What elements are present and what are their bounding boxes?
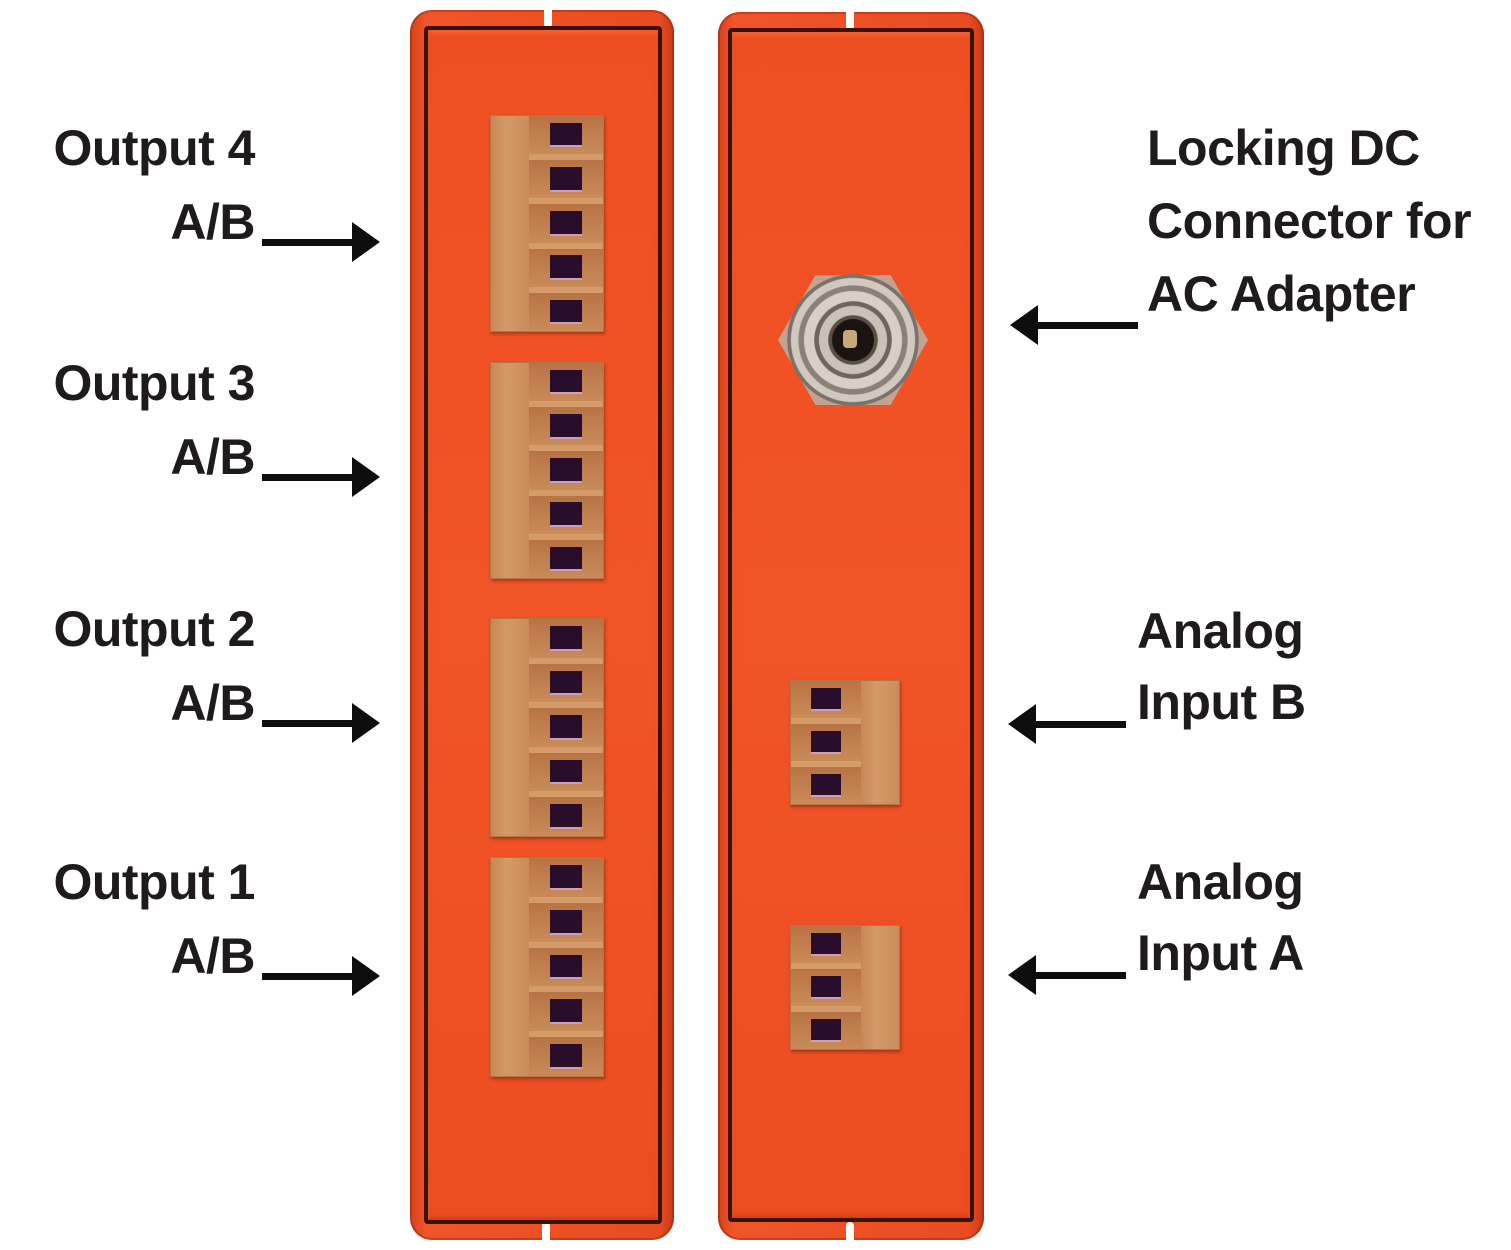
- top-notch: [544, 10, 552, 28]
- terminal-block-body: [491, 858, 529, 1076]
- terminal-slot: [791, 724, 861, 767]
- terminal-slot: [791, 681, 861, 724]
- output-4-label: Output 4: [53, 120, 255, 176]
- output-2-label: Output 2: [53, 601, 255, 657]
- output-2-terminal-block[interactable]: [490, 618, 604, 837]
- analog-input-a-label-line1: Analog: [1137, 854, 1304, 910]
- arrow-right-icon: [262, 956, 380, 996]
- terminal-slot: [529, 292, 603, 332]
- terminal-slot: [791, 926, 861, 969]
- output-2-ab-label: A/B: [170, 675, 255, 731]
- output-1-terminal-block[interactable]: [490, 857, 604, 1077]
- top-notch: [846, 12, 854, 30]
- terminal-slot: [791, 969, 861, 1012]
- terminal-slot: [529, 619, 603, 664]
- terminal-slots: [791, 926, 861, 1049]
- terminal-slot: [529, 248, 603, 293]
- analog-input-a-label-line2: Input A: [1137, 925, 1304, 981]
- arrow-left-icon: [1010, 305, 1138, 345]
- terminal-slots: [529, 363, 603, 579]
- terminal-slot: [529, 495, 603, 540]
- terminal-slot: [529, 451, 603, 496]
- terminal-slot: [529, 663, 603, 709]
- terminal-slot: [529, 204, 603, 249]
- arrow-left-icon: [1008, 955, 1126, 995]
- dc-connector-label-line2: Connector for: [1147, 193, 1472, 249]
- terminal-slots: [529, 858, 603, 1076]
- output-4-ab-label: A/B: [170, 194, 255, 250]
- arrow-left-icon: [1008, 704, 1126, 744]
- analog-input-b-label-line2: Input B: [1137, 674, 1306, 730]
- terminal-block-body: [491, 619, 529, 836]
- dc-connector-label-line3: AC Adapter: [1147, 266, 1416, 322]
- analog-input-b-label-line1: Analog: [1137, 603, 1304, 659]
- terminal-slot: [529, 858, 603, 903]
- right-enclosure-panel: [718, 12, 984, 1240]
- terminal-slots: [529, 116, 603, 332]
- terminal-slots: [529, 619, 603, 836]
- output-3-terminal-block[interactable]: [490, 362, 604, 579]
- output-4-terminal-block[interactable]: [490, 115, 604, 332]
- terminal-block-body: [861, 926, 899, 1049]
- terminal-slots: [791, 681, 861, 804]
- output-3-ab-label: A/B: [170, 429, 255, 485]
- terminal-slot: [791, 1012, 861, 1049]
- terminal-block-body: [861, 681, 899, 804]
- terminal-slot: [529, 902, 603, 948]
- arrow-right-icon: [262, 703, 380, 743]
- terminal-slot: [529, 797, 603, 836]
- terminal-slot: [529, 947, 603, 993]
- terminal-slot: [529, 116, 603, 161]
- dc-jack-pin: [843, 330, 857, 348]
- arrow-right-icon: [262, 222, 380, 262]
- terminal-slot: [529, 160, 603, 205]
- terminal-block-body: [491, 116, 529, 331]
- terminal-slot: [529, 407, 603, 452]
- dc-connector-label-line1: Locking DC: [1147, 120, 1420, 176]
- bottom-notch: [542, 1222, 550, 1240]
- arrow-right-icon: [262, 457, 380, 497]
- analog-input-b-terminal-block[interactable]: [790, 680, 900, 805]
- terminal-slot: [529, 1037, 603, 1076]
- terminal-slot: [791, 767, 861, 804]
- output-1-ab-label: A/B: [170, 928, 255, 984]
- terminal-slot: [529, 992, 603, 1038]
- terminal-slot: [529, 539, 603, 579]
- output-3-label: Output 3: [53, 355, 255, 411]
- terminal-block-body: [491, 363, 529, 578]
- terminal-slot: [529, 752, 603, 798]
- terminal-slot: [529, 363, 603, 408]
- bottom-notch: [846, 1222, 854, 1240]
- output-1-label: Output 1: [53, 854, 255, 910]
- terminal-slot: [529, 708, 603, 753]
- analog-input-a-terminal-block[interactable]: [790, 925, 900, 1050]
